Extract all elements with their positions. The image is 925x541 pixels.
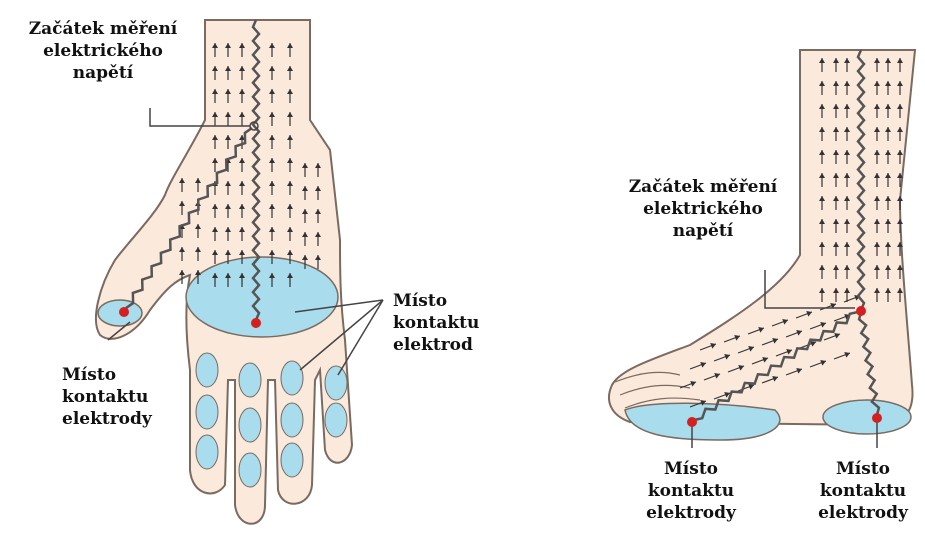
finger-pad-5	[239, 453, 261, 487]
foot-start-label: Začátek měření elektrického napětí	[608, 176, 798, 242]
palm-contact-label-line-3: elektrod	[393, 334, 479, 356]
finger-pad-10	[325, 403, 347, 437]
palm-electrode	[186, 257, 338, 337]
heel-contact-label-line-2: kontaktu	[808, 480, 918, 502]
toe-contact-label-line-2: kontaktu	[636, 480, 746, 502]
finger-pad-9	[325, 366, 347, 400]
thumb-contact-label-line-3: elektrody	[62, 408, 152, 430]
hand-start-label: Začátek měření elektrického napětí	[8, 18, 198, 84]
heel-contact-dot	[872, 413, 882, 423]
palm-contact-label-line-2: kontaktu	[393, 312, 479, 334]
heel-contact-label-line-3: elektrody	[808, 502, 918, 524]
palm-contact-label: Místo kontaktu elektrod	[393, 290, 479, 356]
foot-start-label-line-2: elektrického	[608, 198, 798, 220]
toe-electrode	[625, 403, 780, 440]
finger-pad-4	[239, 408, 261, 442]
toe-contact-dot	[687, 417, 697, 427]
foot-start-label-line-3: napětí	[608, 220, 798, 242]
thumb-contact-label-line-1: Místo	[62, 364, 152, 386]
toe-contact-label-line-3: elektrody	[636, 502, 746, 524]
foot-illustration	[609, 50, 915, 448]
finger-pad-8	[281, 443, 303, 477]
thumb-contact-dot	[119, 307, 129, 317]
finger-pad-3	[239, 363, 261, 397]
palm-contact-label-line-1: Místo	[393, 290, 479, 312]
finger-pad-0	[196, 353, 218, 387]
hand-start-label-line-3: napětí	[8, 62, 198, 84]
toe-contact-label: Místo kontaktu elektrody	[636, 458, 746, 524]
toe-contact-label-line-1: Místo	[636, 458, 746, 480]
finger-pad-7	[281, 403, 303, 437]
foot-start-dot	[856, 306, 866, 316]
heel-contact-label-line-1: Místo	[808, 458, 918, 480]
thumb-contact-label-line-2: kontaktu	[62, 386, 152, 408]
finger-pad-6	[281, 361, 303, 395]
hand-illustration	[96, 20, 383, 524]
hand-start-label-line-1: Začátek měření	[8, 18, 198, 40]
foot-start-label-line-1: Začátek měření	[608, 176, 798, 198]
finger-pad-2	[196, 435, 218, 469]
heel-contact-label: Místo kontaktu elektrody	[808, 458, 918, 524]
thumb-contact-label: Místo kontaktu elektrody	[62, 364, 152, 430]
palm-contact-dot	[251, 318, 261, 328]
heel-electrode	[823, 400, 911, 434]
finger-pad-1	[196, 395, 218, 429]
hand-start-label-line-2: elektrického	[8, 40, 198, 62]
